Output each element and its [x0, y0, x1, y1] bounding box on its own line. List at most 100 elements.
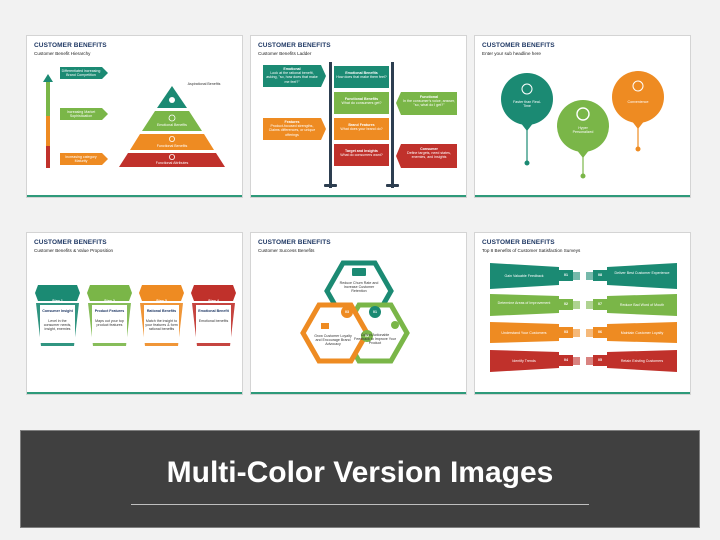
pyramid-label-functional: Functional Benefits [156, 144, 188, 148]
hex-text-3: Grow Customer Loyalty and Encourage Bran… [314, 334, 352, 347]
hierarchy-left-text-2: Increasing Market Sophistication [66, 110, 96, 119]
slide-title: CUSTOMER BENEFITS [34, 239, 107, 246]
left-text: Look at the rational benefit, asking, "s… [266, 71, 318, 84]
left-title: Features [284, 120, 300, 124]
slide-subtitle: Customer Benefit Hierarchy [34, 51, 91, 56]
ladder-right-box-1 [396, 92, 457, 115]
benefit-num-08: 08 [598, 273, 602, 277]
ladder-right-box-2 [396, 144, 457, 168]
pyramid-label-attributes: Functional Attributes [155, 161, 189, 165]
step-badge-2: Step 2 [104, 299, 115, 303]
hierarchy-graphic [43, 67, 225, 168]
slide-sub-headline[interactable]: CUSTOMER BENEFITS Enter your sub headlin… [474, 35, 691, 198]
version-banner: Multi-Color Version Images [20, 430, 700, 528]
slide-customer-benefit-hierarchy[interactable]: CUSTOMER BENEFITS Customer Benefit Hiera… [26, 35, 243, 198]
right-text: In the consumer's voice, answer, "so, wh… [402, 99, 456, 108]
step-title-3: Rational Benefits [146, 309, 177, 313]
benefit-left-4: Identify Trends [512, 359, 536, 363]
benefit-right-7: Reduce Bad Word of Mouth [619, 303, 665, 307]
ladder-graphic [263, 62, 457, 188]
slide-title: CUSTOMER BENEFITS [482, 239, 555, 246]
hex-num-3: 03 [345, 310, 349, 314]
benefit-num-03: 03 [564, 330, 568, 334]
pin-hyper [557, 100, 609, 152]
benefit-num-01: 01 [564, 273, 568, 277]
left-text: Product-focused strengths, Claims differ… [268, 124, 316, 137]
right-title: Consumer [420, 147, 438, 151]
step-title-2: Product Features [94, 309, 125, 313]
hierarchy-left-text-1: Differentiated increasing Brand Competit… [61, 69, 101, 78]
banner-title: Multi-Color Version Images [166, 456, 554, 489]
rung-title: Brand Features [348, 123, 375, 127]
benefit-num-07: 07 [598, 302, 602, 306]
step-text-3: Match the insight to your features & for… [145, 319, 178, 332]
step-text-1: Level in the consumer needs, insight, en… [43, 319, 72, 332]
benefit-left-1: Gain Valuable Feedback [504, 274, 544, 278]
slide-value-proposition[interactable]: CUSTOMER BENEFITS Customer Benefits & Va… [26, 232, 243, 395]
slide-subtitle: Customer Benefits & Value Proposition [34, 248, 114, 253]
slide-subtitle: Top 8 Benefits of Customer Satisfaction … [482, 248, 581, 253]
step-badge-3: Step 3 [156, 299, 167, 303]
ladder-left-box-1 [263, 65, 326, 87]
pin-faster [501, 73, 553, 125]
slide-title: CUSTOMER BENEFITS [258, 239, 331, 246]
benefit-right-8: Deliver Best Customer Experience [614, 271, 670, 275]
rung-title: Functional Benefits [344, 97, 379, 101]
ladder-rung-1 [334, 66, 389, 88]
slide-subtitle: Customer Benefits Ladder [258, 51, 312, 56]
banner-divider [131, 504, 589, 505]
rung-title: Target and Insights [345, 149, 378, 153]
hex-text-2: Collect Actionable Feedback to Improve Y… [354, 333, 396, 346]
step-text-2: Maps out your top product features [95, 319, 124, 328]
ladder-rung-2 [334, 92, 389, 114]
left-title: Emotional [283, 67, 301, 71]
benefit-num-02: 02 [564, 302, 568, 306]
pyramid-level-4 [119, 153, 225, 167]
step-badge-1: Step 1 [52, 299, 63, 303]
ladder-rung-3 [334, 118, 389, 140]
slide-title: CUSTOMER BENEFITS [34, 42, 107, 49]
pin-convenience [612, 71, 664, 123]
slide-title: CUSTOMER BENEFITS [482, 42, 555, 49]
hex-text-1: Reduce Churn Rate and Increase Customer … [339, 281, 379, 294]
hierarchy-left-text-3: Increasing category Maturity [65, 155, 97, 164]
rung-text: What does your brand do? [340, 127, 383, 132]
slide-title: CUSTOMER BENEFITS [258, 42, 331, 49]
ladder-left-box-2 [263, 118, 326, 140]
pyramid-label-emotional: Emotional Benefits [157, 123, 187, 127]
pins-graphic [501, 71, 664, 179]
top8-graphic [490, 263, 677, 372]
benefit-num-06: 06 [598, 330, 602, 334]
slide-subtitle: Enter your sub headline here [482, 51, 541, 56]
step-title-1: Consumer Insight [42, 309, 73, 313]
pyramid-level-3 [130, 134, 214, 150]
benefit-right-5: Retain Existing Customers [620, 359, 664, 363]
step-title-4: Emotional Benefit [198, 309, 229, 313]
hex-num-2: 02 [365, 334, 369, 338]
right-title: Functional [419, 95, 439, 99]
rung-title: Emotional Benefits [345, 71, 378, 75]
step-text-4: Emotional benefits [198, 319, 229, 323]
hierarchy-left-box-1 [60, 67, 108, 79]
slide-customer-benefits-ladder[interactable]: CUSTOMER BENEFITS Customer Benefits Ladd… [250, 35, 467, 198]
pin-label-convenience: Convenience [627, 100, 649, 104]
pin-label-hyper: Hyper Personalized [572, 126, 594, 135]
hexagons-graphic [300, 260, 410, 364]
benefit-left-2: Determine Areas of Improvement [497, 301, 551, 305]
benefit-left-3: Understand Your Customers [501, 331, 547, 335]
steps-graphic [35, 285, 236, 346]
hierarchy-left-box-2 [60, 108, 108, 120]
right-text: Define targets, need states, enemies, an… [407, 151, 451, 160]
step-badge-4: Step 4 [208, 299, 219, 303]
benefit-num-04: 04 [564, 358, 568, 362]
hex-03 [300, 302, 370, 364]
slide-customer-success-benefits[interactable]: CUSTOMER BENEFITS Customer Success Benef… [250, 232, 467, 395]
ladder-rung-4 [334, 144, 389, 166]
rung-text: How does that make them feel? [336, 75, 387, 80]
hex-num-1: 01 [373, 310, 377, 314]
pin-label-faster: Faster than Real-Time [513, 100, 541, 109]
benefit-right-6: Maintain Customer Loyalty [620, 331, 664, 335]
benefit-num-05: 05 [598, 358, 602, 362]
slide-top-8-benefits[interactable]: CUSTOMER BENEFITS Top 8 Benefits of Cust… [474, 232, 691, 395]
rung-text: What do consumers get? [341, 101, 382, 106]
